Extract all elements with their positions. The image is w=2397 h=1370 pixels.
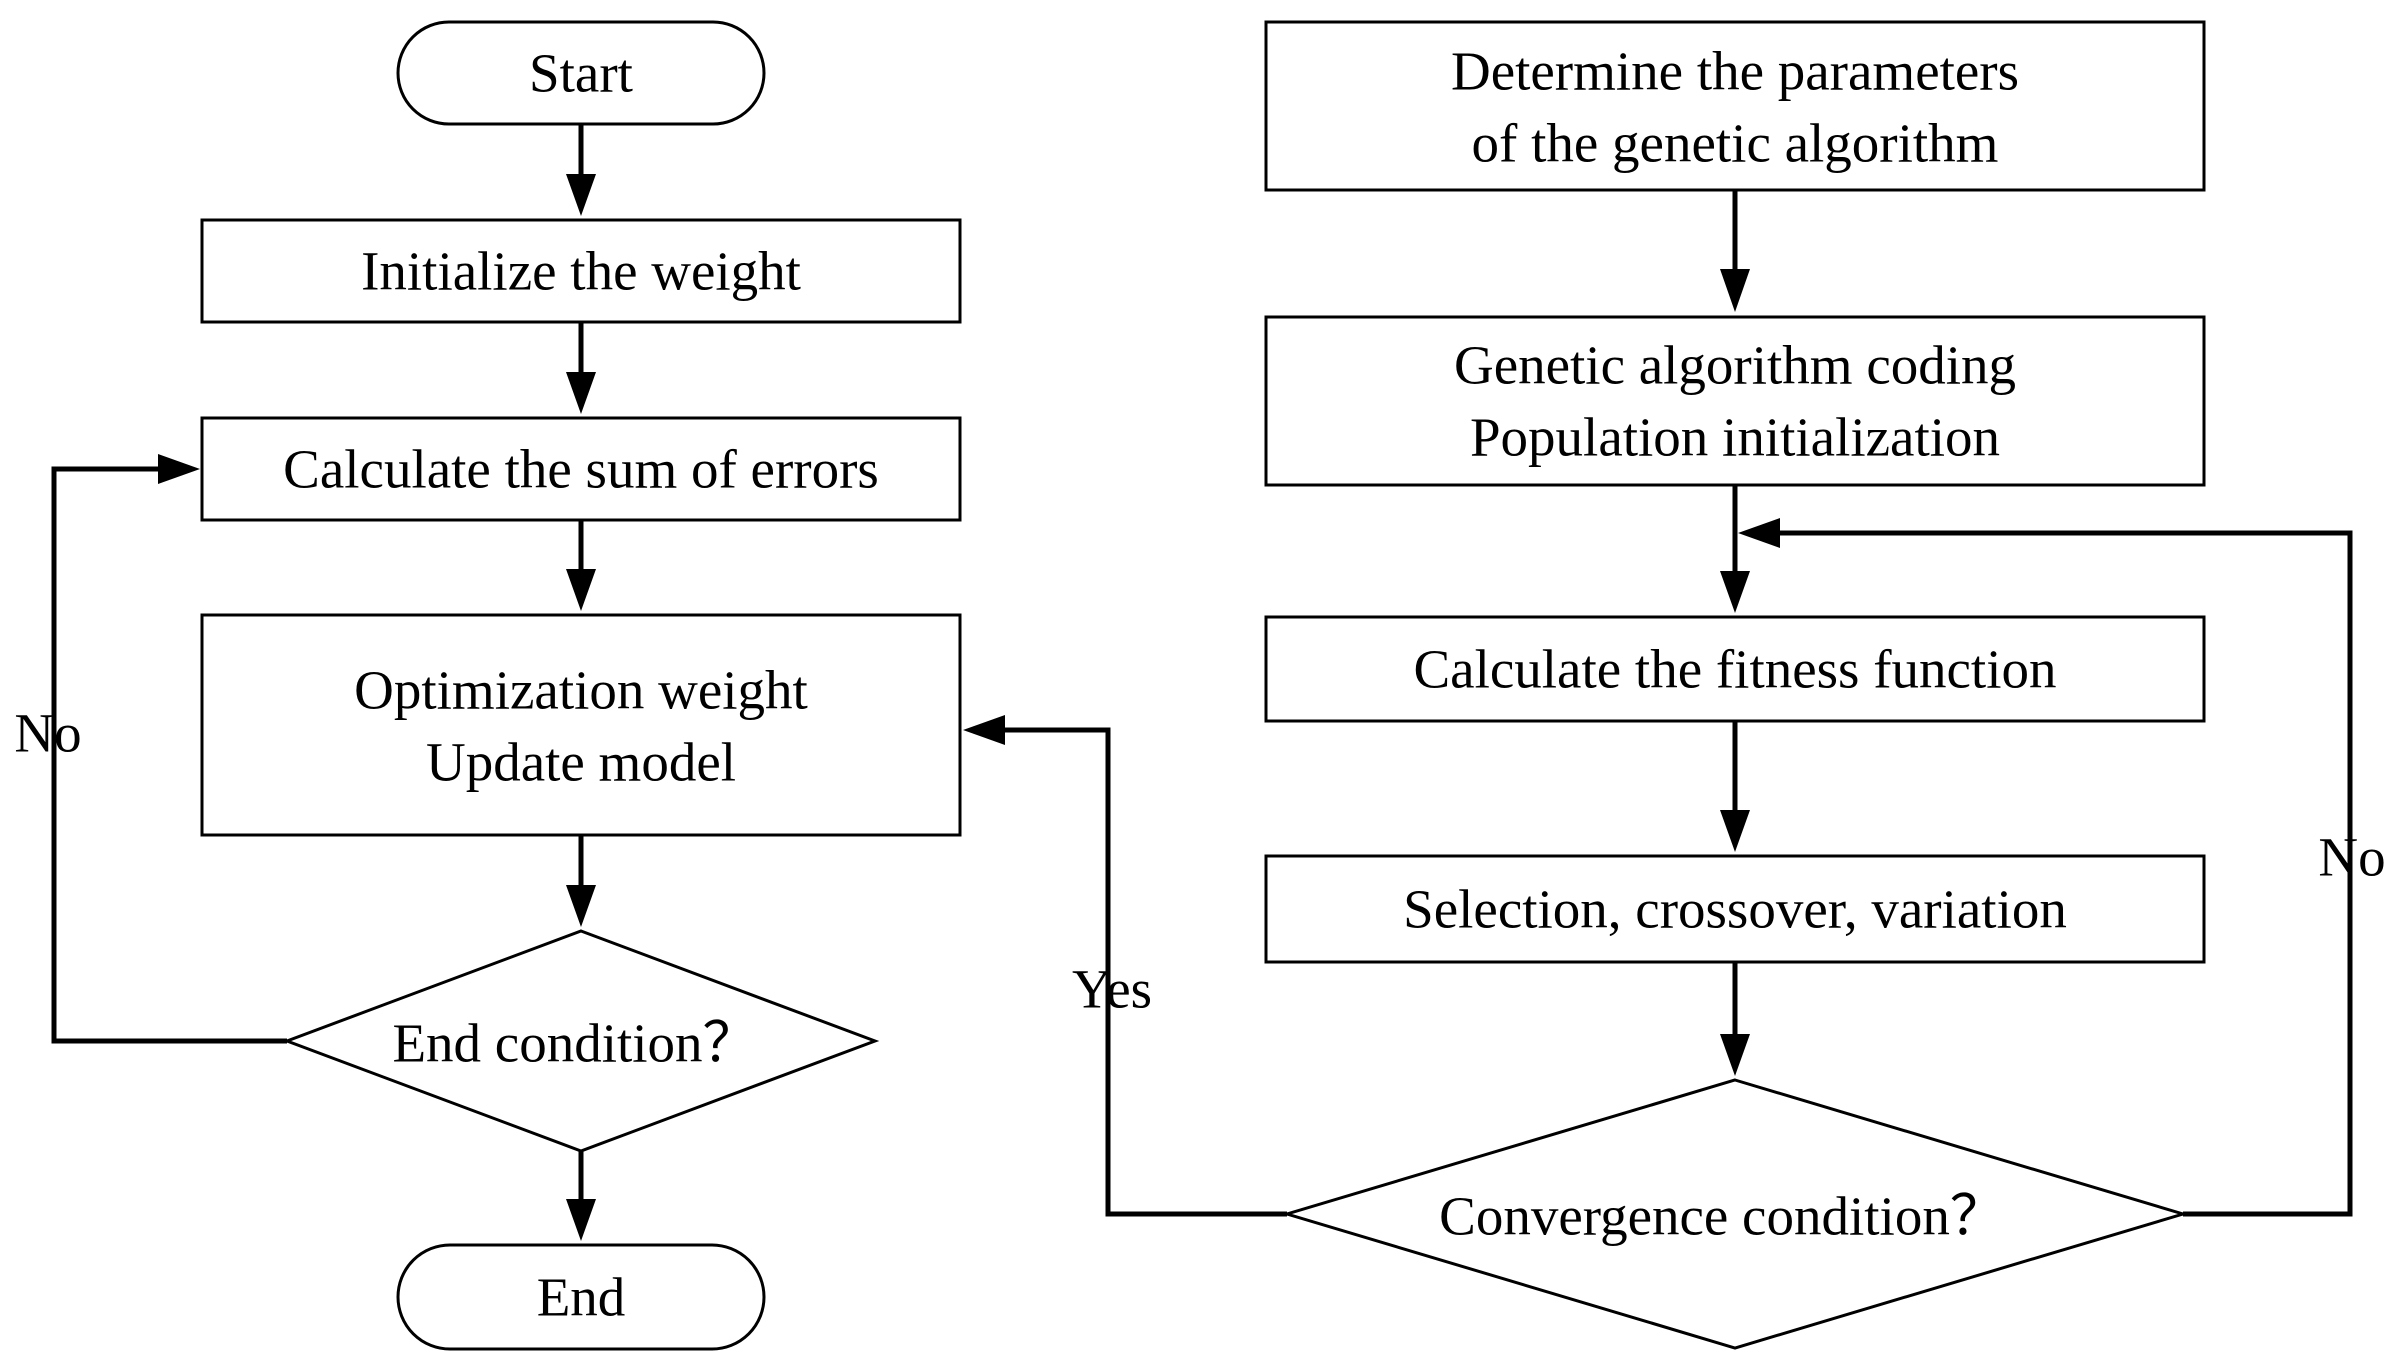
optimize-label-line2: Update model [426, 732, 736, 793]
left-no-label: No [14, 703, 81, 764]
yes-branch [963, 715, 1287, 1217]
no-loop-left [51, 454, 287, 1044]
coding-line2: Population initialization [1470, 407, 2000, 468]
arrow-optimize-to-condition [566, 835, 596, 927]
arrow-init-to-calc [566, 322, 596, 414]
optimize-box: Optimization weight Update model [200, 613, 962, 837]
end-terminal: End [396, 1243, 766, 1351]
convergence-diamond: Convergence condition？ [1281, 1078, 2189, 1350]
convergence-label: Convergence condition？ [1439, 1186, 2005, 1247]
end-condition-label: End condition？ [392, 1013, 757, 1074]
arrow-coding-to-fitness [1720, 485, 1750, 613]
end-condition-diamond: End condition？ [282, 929, 880, 1153]
determine-params-line1: Determine the parameters [1451, 41, 2019, 102]
no-loop-right [1738, 518, 2353, 1217]
selection-box: Selection, crossover, variation [1264, 854, 2206, 964]
arrow-determine-to-coding [1720, 190, 1750, 312]
fitness-label: Calculate the fitness function [1413, 639, 2056, 700]
start-terminal: Start [396, 20, 766, 126]
init-weight-box: Initialize the weight [200, 218, 962, 324]
init-weight-label: Initialize the weight [361, 241, 801, 302]
arrow-start-to-init [566, 124, 596, 216]
arrow-fitness-to-selection [1720, 721, 1750, 852]
selection-label: Selection, crossover, variation [1403, 879, 2067, 940]
optimize-label-line1: Optimization weight [354, 660, 808, 721]
determine-params-line2: of the genetic algorithm [1472, 113, 1999, 174]
arrow-selection-to-convergence [1720, 962, 1750, 1076]
calc-errors-label: Calculate the sum of errors [283, 439, 879, 500]
calc-errors-box: Calculate the sum of errors [200, 416, 962, 522]
end-label: End [537, 1267, 626, 1328]
coding-line1: Genetic algorithm coding [1454, 335, 2016, 396]
arrow-condition-to-end [566, 1151, 596, 1241]
determine-params-box: Determine the parameters of the genetic … [1264, 20, 2206, 192]
arrow-calc-to-optimize [566, 520, 596, 611]
coding-box: Genetic algorithm coding Population init… [1264, 315, 2206, 487]
yes-label: Yes [1072, 959, 1152, 1020]
start-label: Start [529, 43, 633, 104]
fitness-box: Calculate the fitness function [1264, 615, 2206, 723]
right-no-label: No [2318, 827, 2385, 888]
